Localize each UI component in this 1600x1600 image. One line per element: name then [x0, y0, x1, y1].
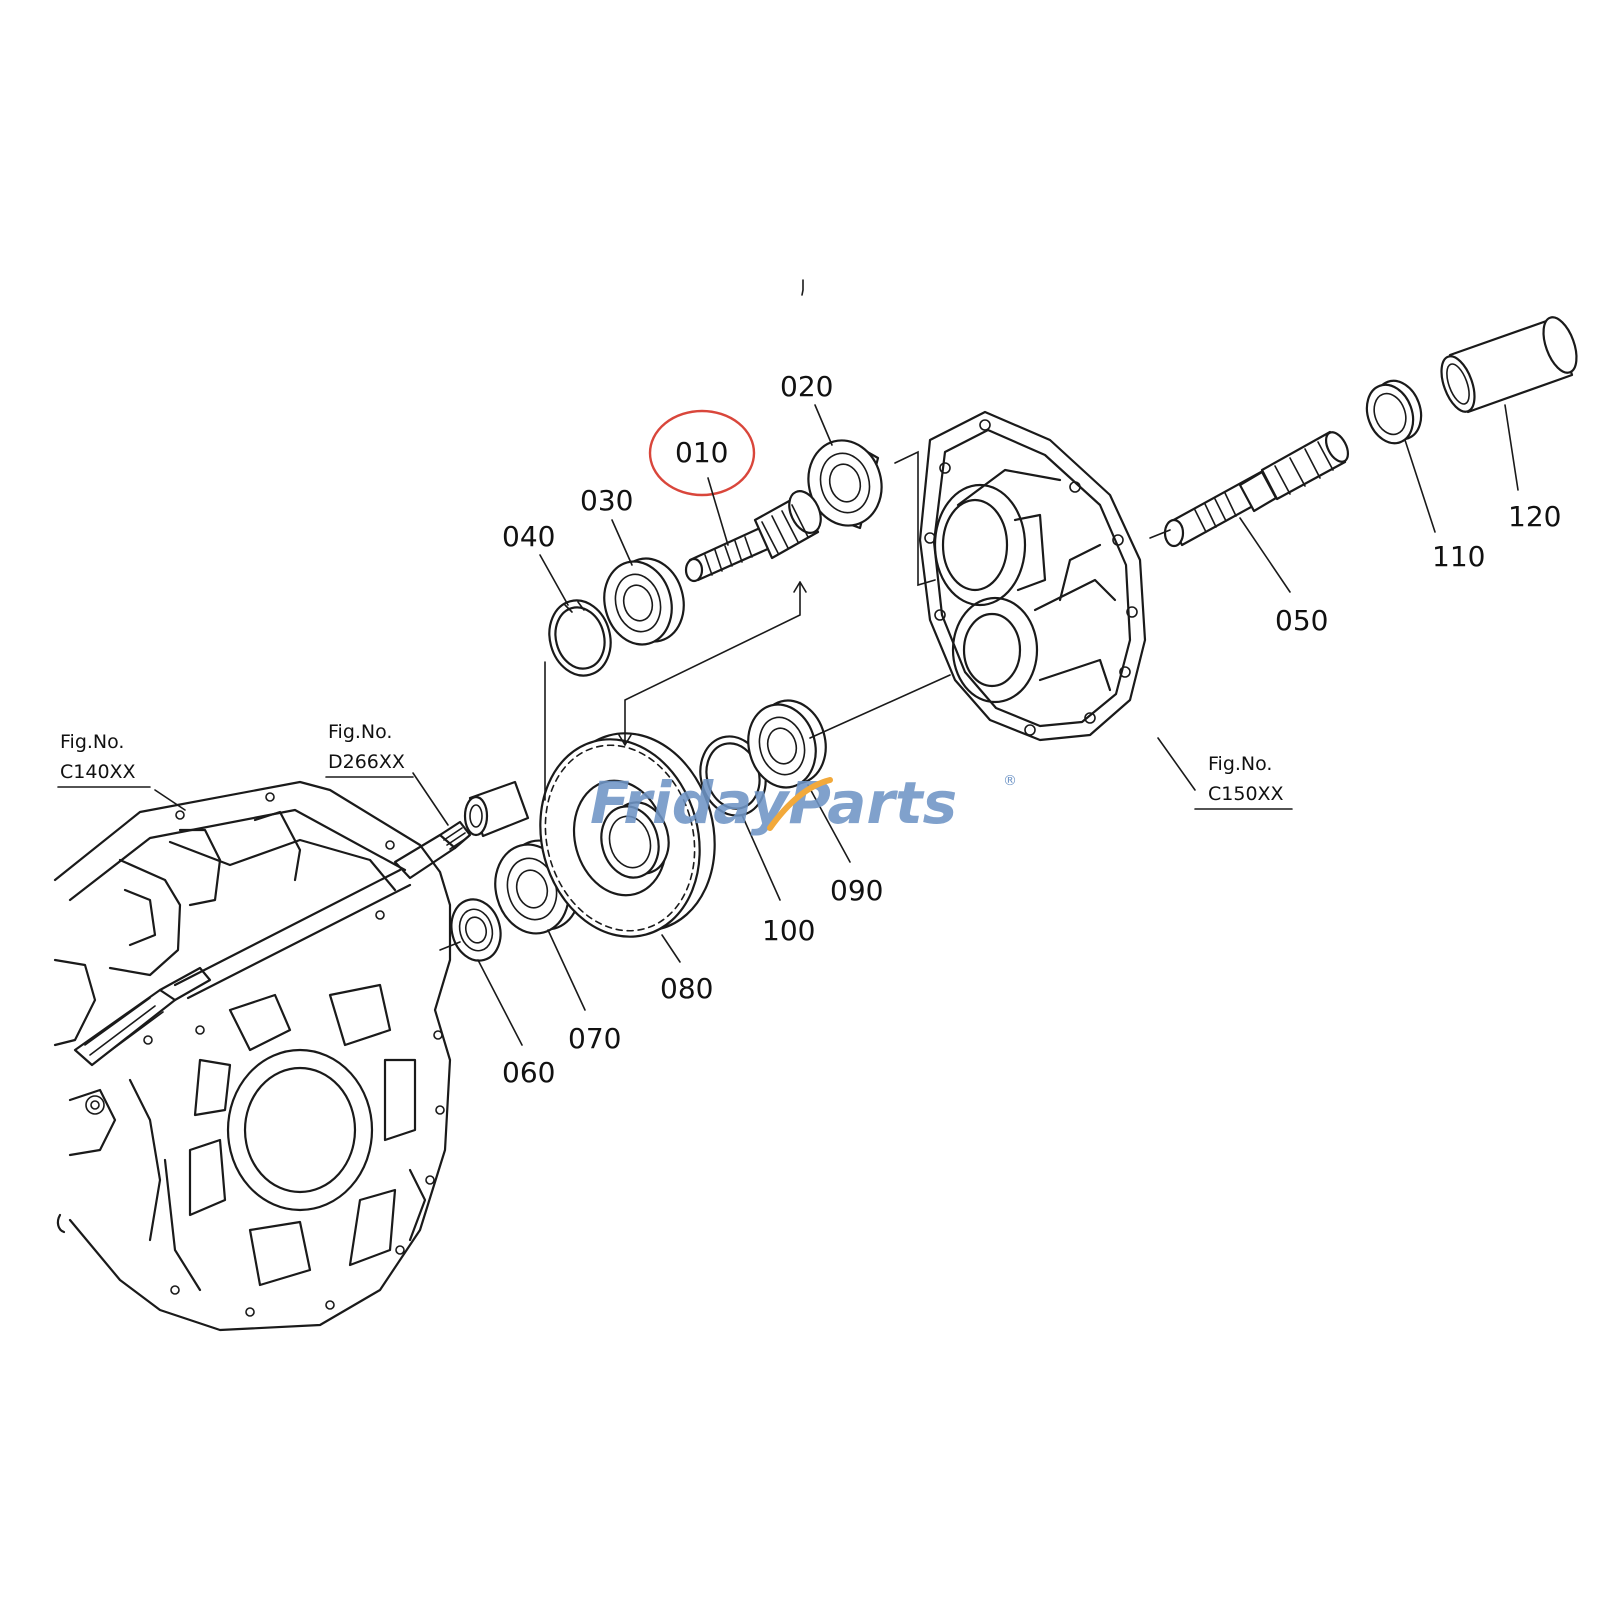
part-label-030: 030 — [580, 484, 633, 517]
pinion-shaft-010 — [684, 490, 822, 583]
watermark-registered-mark: ® — [1003, 773, 1017, 789]
fridayparts-watermark: FridayParts ® — [590, 769, 1017, 837]
fig-ref-caption: Fig.No. — [328, 721, 392, 743]
needle-bearing — [463, 780, 530, 838]
fig-ref-c140xx: Fig.No. C140XX — [57, 731, 151, 788]
fig-ref-d266xx: Fig.No. D266XX — [325, 721, 414, 778]
bearing-020 — [807, 439, 883, 530]
fig-ref-code: C140XX — [60, 761, 136, 783]
seal-110 — [1365, 379, 1423, 445]
part-label-040: 040 — [502, 520, 555, 553]
part-label-080: 080 — [660, 972, 713, 1005]
gear-080 — [539, 732, 716, 938]
right-case-cover — [918, 410, 1147, 742]
watermark-accent-swoosh — [767, 777, 833, 831]
assembly-lines — [439, 279, 1171, 951]
fig-ref-caption: Fig.No. — [1208, 753, 1272, 775]
part-label-100: 100 — [762, 914, 815, 947]
part-label-010: 010 — [675, 436, 728, 469]
fig-ref-caption: Fig.No. — [60, 731, 124, 753]
bearing-030 — [603, 557, 685, 646]
oil-seal-060 — [450, 898, 502, 962]
bearing-090 — [747, 699, 827, 789]
snap-ring-040 — [548, 599, 612, 677]
leader-lines — [154, 404, 1519, 1046]
part-label-020: 020 — [780, 370, 833, 403]
left-transmission-housing — [53, 780, 452, 1332]
highlight-circle — [648, 409, 756, 497]
fig-ref-code: C150XX — [1208, 783, 1284, 805]
fig-ref-code: D266XX — [328, 751, 405, 773]
part-label-110: 110 — [1432, 540, 1485, 573]
output-shaft-050 — [1163, 430, 1350, 548]
part-label-060: 060 — [502, 1056, 555, 1089]
part-label-090: 090 — [830, 874, 883, 907]
sleeve-120 — [1440, 316, 1578, 414]
part-label-070: 070 — [568, 1022, 621, 1055]
fig-ref-c150xx: Fig.No. C150XX — [1194, 753, 1293, 810]
input-shaft-d266 — [173, 820, 472, 1000]
part-label-050: 050 — [1275, 604, 1328, 637]
part-label-120: 120 — [1508, 500, 1561, 533]
